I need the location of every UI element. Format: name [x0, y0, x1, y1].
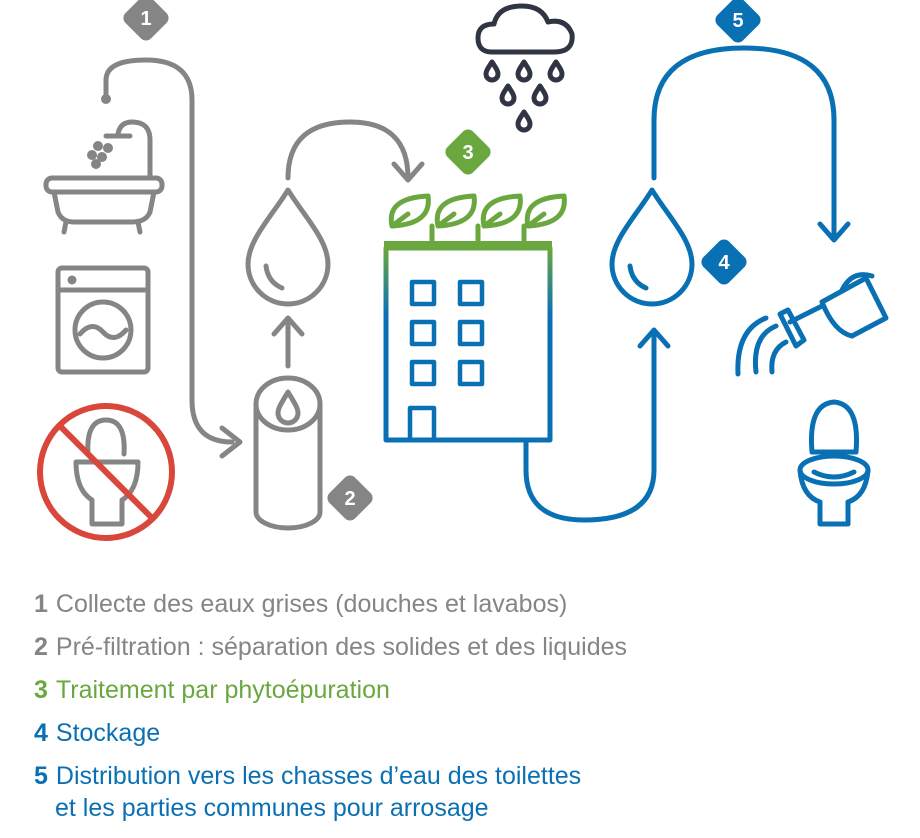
flow-line-treatment-to-storage: [523, 327, 671, 523]
toilet-icon: [797, 399, 871, 527]
badge-3-label: 3: [462, 142, 473, 164]
flow-line-filter-to-treatment: [271, 119, 425, 369]
watering-can-icon: [735, 272, 889, 377]
washing-machine-icon: [55, 265, 151, 375]
badge-2-label: 2: [344, 488, 355, 510]
legend-step-text: Collecte des eaux grises (douches et lav…: [55, 590, 568, 618]
flow-line-collection: [101, 57, 243, 459]
badge-2: 2: [327, 475, 373, 521]
legend-step-number: 4: [34, 719, 48, 747]
legend-step-text: Stockage: [55, 719, 161, 747]
badge-3: 3: [445, 129, 491, 175]
bathtub-shower-icon: [43, 119, 165, 235]
legend-step-text: Traitement par phytoépuration: [55, 676, 390, 704]
badge-4: 4: [701, 239, 747, 285]
leaf-roof-icon: [388, 193, 567, 245]
legend-step-number: 2: [34, 633, 48, 661]
no-toilet-icon: [37, 403, 175, 541]
badge-5: 5: [715, 0, 761, 43]
legend-step-number: 3: [34, 676, 48, 704]
badge-1-label: 1: [140, 8, 151, 30]
greywater-cycle-diagram: 1 2 3 4 5: [37, 0, 889, 541]
legend-step-text: Distribution vers les chasses d’eau des …: [55, 762, 582, 790]
badge-4-label: 4: [718, 252, 730, 274]
storage-drop-icon: [609, 187, 695, 307]
legend-step-text-continued: et les parties communes pour arrosage: [55, 794, 489, 822]
legend-step-number: 1: [34, 590, 48, 618]
water-drop-icon: [245, 187, 331, 307]
green-roof-building-icon: [383, 241, 553, 443]
legend-step-text: Pré-filtration : séparation des solides …: [55, 633, 628, 661]
flow-line-storage-to-distribution: [651, 45, 851, 243]
rain-cloud-icon: [475, 3, 575, 133]
badge-5-label: 5: [732, 10, 743, 32]
legend-step-number: 5: [34, 762, 48, 790]
filter-cylinder-icon: [253, 375, 323, 531]
badge-1: 1: [123, 0, 169, 41]
